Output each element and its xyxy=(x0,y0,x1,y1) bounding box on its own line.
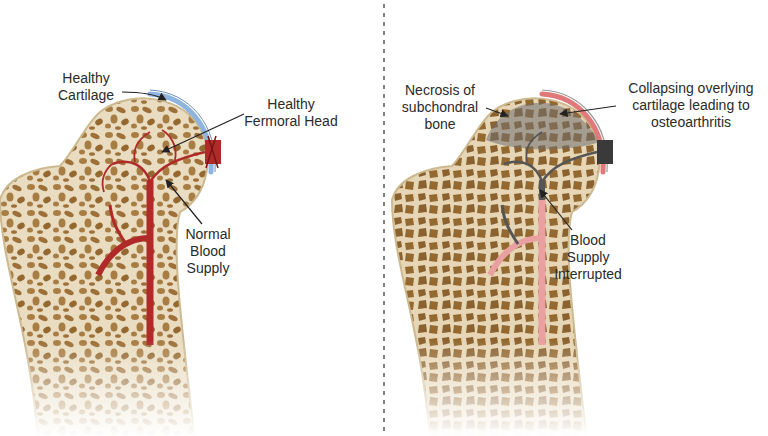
callout-label: Normal Blood Supply xyxy=(176,226,240,277)
divider-line xyxy=(383,4,385,432)
callout-label: Collapsing overlying cartilage leading t… xyxy=(618,80,764,131)
callout-label: Blood Supply Interrupted xyxy=(548,232,628,283)
callout-label: Healthy Fermoral Head xyxy=(240,96,342,130)
callout-label: Healthy Cartilage xyxy=(48,70,124,104)
leader-lines xyxy=(122,92,616,230)
callout-label: Necrosis of subchondral bone xyxy=(392,82,488,133)
